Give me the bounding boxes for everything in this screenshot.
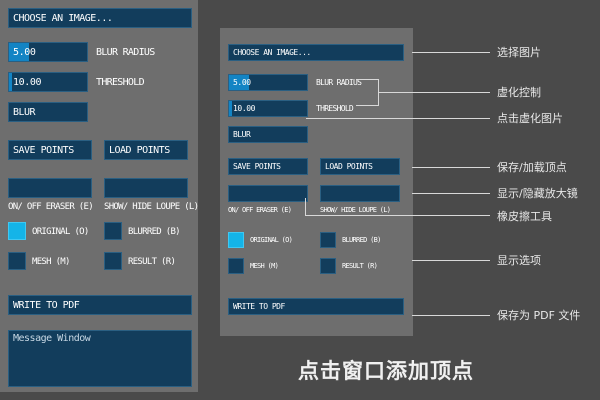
annotated-write-to-pdf-button[interactable]: WRITE TO PDF <box>228 298 404 315</box>
loupe-caption: SHOW/ HIDE LOUPE (L) <box>104 202 199 212</box>
annotated-save-points-button[interactable]: SAVE POINTS <box>228 158 308 175</box>
annotation-save-load-points: 保存/加载顶点 <box>497 161 567 174</box>
blur-radius-label: BLUR RADIUS <box>96 47 155 58</box>
blur-radius-fill <box>9 43 29 61</box>
checkbox-original[interactable] <box>8 222 26 240</box>
annotation-eraser: 橡皮擦工具 <box>497 210 552 223</box>
annotated-checkbox-mesh[interactable] <box>228 258 244 274</box>
load-points-button[interactable]: LOAD POINTS <box>104 140 188 160</box>
annotated-choose-image-button[interactable]: CHOOSE AN IMAGE... <box>228 44 404 61</box>
checkbox-mesh[interactable] <box>8 252 26 270</box>
threshold-label: THRESHOLD <box>96 77 145 88</box>
annotated-eraser-caption: ON/ OFF ERASER (E) <box>228 206 292 214</box>
annotation-blur-button: 点击虚化图片 <box>497 112 563 125</box>
left-panel: CHOOSE AN IMAGE... 5.00 BLUR RADIUS 10.0… <box>0 0 199 392</box>
leader-bracket-blur-top <box>356 79 379 80</box>
leader-line-blur-controls <box>378 92 490 93</box>
annotated-loupe-toggle-button[interactable] <box>320 185 400 202</box>
annotated-checkbox-original[interactable] <box>228 232 244 248</box>
annotated-panel: CHOOSE AN IMAGE... 5.00 BLUR RADIUS 10.0… <box>220 28 413 336</box>
leader-line-choose-image <box>412 52 490 53</box>
threshold-value: 10.00 <box>13 76 42 88</box>
blur-radius-slider[interactable]: 5.00 <box>8 42 88 62</box>
annotated-threshold-label: THRESHOLD <box>316 104 354 113</box>
choose-image-button[interactable]: CHOOSE AN IMAGE... <box>8 8 192 28</box>
annotated-threshold-slider[interactable]: 10.00 <box>228 100 308 117</box>
annotation-write-pdf: 保存为 PDF 文件 <box>497 309 581 322</box>
annotated-blur-radius-fill <box>229 75 249 90</box>
footer-caption: 点击窗口添加顶点 <box>298 359 474 383</box>
annotation-choose-image: 选择图片 <box>497 46 541 59</box>
annotated-checkbox-result[interactable] <box>320 258 336 274</box>
annotated-load-points-button[interactable]: LOAD POINTS <box>320 158 400 175</box>
checkbox-original-label: ORIGINAL (O) <box>32 227 89 237</box>
annotation-display-options: 显示选项 <box>497 254 541 267</box>
leader-line-write-pdf <box>412 315 490 316</box>
eraser-toggle-button[interactable] <box>8 178 92 198</box>
checkbox-result-label: RESULT (R) <box>128 257 176 267</box>
annotated-threshold-fill <box>229 101 233 116</box>
message-window: Message Window <box>8 330 192 387</box>
write-to-pdf-button[interactable]: WRITE TO PDF <box>8 295 192 315</box>
checkbox-blurred[interactable] <box>104 222 122 240</box>
threshold-slider[interactable]: 10.00 <box>8 72 88 92</box>
annotated-blur-radius-slider[interactable]: 5.00 <box>228 74 308 91</box>
checkbox-blurred-label: BLURRED (B) <box>128 227 181 237</box>
annotated-checkbox-result-label: RESULT (R) <box>342 262 378 270</box>
checkbox-mesh-label: MESH (M) <box>32 257 70 267</box>
threshold-fill <box>9 73 13 91</box>
blur-button[interactable]: BLUR <box>8 102 88 122</box>
annotated-checkbox-blurred-label: BLURRED (B) <box>342 236 381 244</box>
annotated-threshold-value: 10.00 <box>233 104 256 113</box>
annotation-blur-controls: 虚化控制 <box>497 86 541 99</box>
save-points-button[interactable]: SAVE POINTS <box>8 140 92 160</box>
leader-line-blur-button <box>306 118 490 119</box>
leader-line-display-options <box>412 260 490 261</box>
annotation-loupe: 显示/隐藏放大镜 <box>497 187 578 200</box>
annotated-blur-radius-value: 5.00 <box>233 78 251 87</box>
annotated-blur-radius-label: BLUR RADIUS <box>316 78 362 87</box>
annotated-blur-button[interactable]: BLUR <box>228 126 308 143</box>
eraser-caption: ON/ OFF ERASER (E) <box>8 202 94 212</box>
annotated-checkbox-original-label: ORIGINAL (O) <box>250 236 293 244</box>
annotated-checkbox-blurred[interactable] <box>320 232 336 248</box>
loupe-toggle-button[interactable] <box>104 178 188 198</box>
checkbox-result[interactable] <box>104 252 122 270</box>
leader-line-eraser <box>305 215 490 216</box>
annotated-loupe-caption: SHOW/ HIDE LOUPE (L) <box>320 206 391 214</box>
annotated-eraser-toggle-button[interactable] <box>228 185 308 202</box>
annotated-checkbox-mesh-label: MESH (M) <box>250 262 279 270</box>
blur-radius-value: 5.00 <box>13 46 36 58</box>
leader-line-loupe <box>412 193 490 194</box>
leader-bracket-blur-bottom <box>356 105 379 106</box>
leader-elbow-eraser-vertical <box>305 198 306 216</box>
leader-line-save-load-points <box>412 167 490 168</box>
